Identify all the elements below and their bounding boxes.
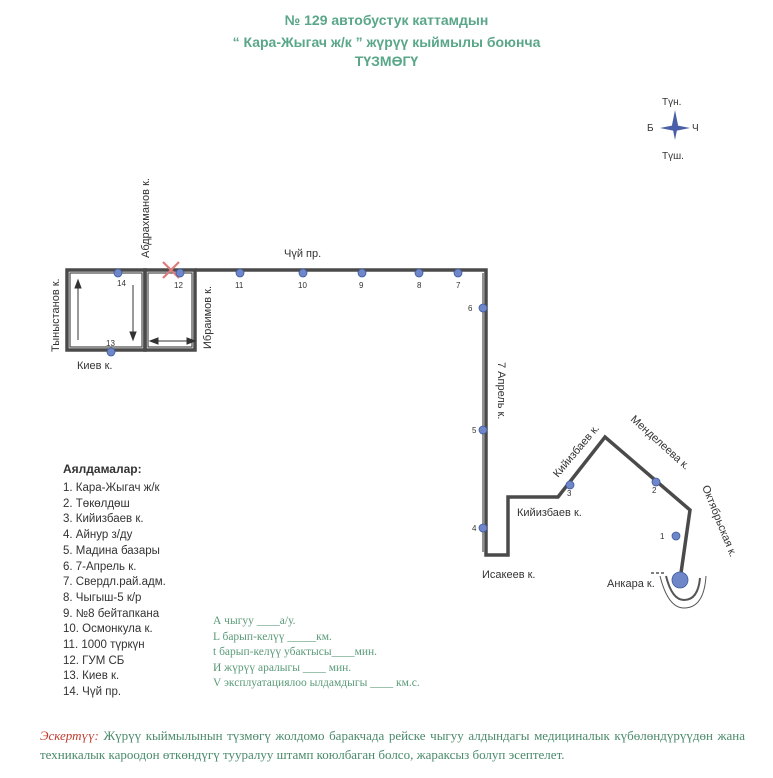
stop-6-marker [478,303,488,313]
list-item: 13. Киев к. [63,670,120,683]
stop-10-marker [298,268,308,278]
list-item: 14. Чүй пр. [63,686,122,699]
stop-5-marker [478,425,488,435]
stop-number-4: 4 [472,524,477,533]
street-kiev: Киев к. [77,360,112,372]
stop-markers [106,268,689,589]
stop-9-marker [357,268,367,278]
stop-12-marker [175,268,185,278]
param-speed: V эксплуатациялоо ылдамдыгы ____ км.с. [213,677,420,689]
title-line-3: ТҮЗМӨГҮ [354,53,419,69]
list-item: 1. Кара-Жыгач ж/к [63,482,160,494]
compass-south: Түш. [662,151,684,162]
stop-number-5: 5 [472,426,477,435]
note: Эскертүү: Жүрүү кыймылынын түзмөгү жолдо… [40,726,745,764]
stop-number-12: 12 [174,281,183,290]
stop-number-2: 2 [652,486,657,495]
stop-number-14: 14 [117,279,126,288]
street-isakeev: Исакеев к. [482,569,535,581]
note-label: Эскертүү: [40,728,99,743]
compass-east: Ч [692,123,699,134]
param-round-trip-time: t барып-келүү убактысы____мин. [213,646,378,658]
street-ankara: Анкара к. [607,578,655,590]
list-item: 3. Кийизбаев к. [63,513,144,526]
stop-1-terminal-marker [671,571,689,589]
param-departures: А чыгуу ____а/у. [213,615,296,627]
stop-number-7: 7 [456,281,461,290]
stop-number-13: 13 [106,339,115,348]
street-ibraimov: Ибраимов к. [202,286,214,349]
terminal-loop [665,575,701,602]
stops-title: Аялдамалар: [63,462,142,476]
stop-8-marker [414,268,424,278]
route-parameters: А чыгуу ____а/у. L барып-келүү _____км. … [213,614,420,692]
stop-number-10: 10 [298,281,307,290]
compass-west: Б [647,123,654,134]
street-abdrakhmanov: Абдрахманов к. [140,178,152,258]
stop-13-marker [106,347,116,357]
stop-number-11: 11 [235,281,244,290]
direction-arrows [74,278,197,345]
list-item: 7. Свердл.рай.адм. [63,576,166,589]
list-item: 9. №8 бейтапкана [63,607,160,620]
stop-14-marker [113,268,123,278]
stop-number-9: 9 [359,281,364,290]
list-item: 2. Төкөлдөш [63,497,130,510]
street-kiyizbaev-lower: Кийизбаев к. [517,507,582,519]
list-item: 12. ГУМ СБ [63,654,125,667]
stop-1-marker [671,531,681,541]
stop-4-marker [478,523,488,533]
stop-11-marker [235,268,245,278]
param-round-trip-length: L барып-келүү _____км. [213,630,332,643]
stops-list: 1. Кара-Жыгач ж/к 2. Төкөлдөш 3. Кийизба… [63,481,166,701]
param-interval: И жүрүү аралыгы ____ мин. [213,661,352,674]
compass-north: Түн. [662,97,682,108]
stop-number-3: 3 [567,489,572,498]
street-chuy: Чүй пр. [284,248,321,260]
list-item: 10. Осмонкула к. [63,623,153,636]
stop-2-marker [651,477,661,487]
stop-number-1: 1 [660,532,665,541]
list-item: 8. Чыгыш-5 к/р [63,591,142,604]
title-line-2: “ Кара-Жыгач ж/к ” жүрүү кыймылы боюнча [232,34,541,50]
list-item: 6. 7-Апрель к. [63,560,137,573]
stop-number-8: 8 [417,281,422,290]
title-line-1: № 129 автобустук каттамдын [284,12,489,28]
stop-3-marker [565,480,575,490]
street-tynystanov: Тыныстанов к. [50,278,62,352]
stop-number-6: 6 [468,304,473,313]
street-oktyabrskaya: Октябрьская к. [699,484,739,559]
street-7-april: 7 Апрель к. [495,362,507,419]
note-text: Жүрүү кыймылынын түзмөгү жолдомо баракча… [40,728,745,762]
list-item: 4. Айнур з/ду [63,529,133,542]
list-item: 5. Мадина базары [63,544,160,557]
stop-7-marker [453,268,463,278]
list-item: 11. 1000 түркүн [63,639,145,652]
